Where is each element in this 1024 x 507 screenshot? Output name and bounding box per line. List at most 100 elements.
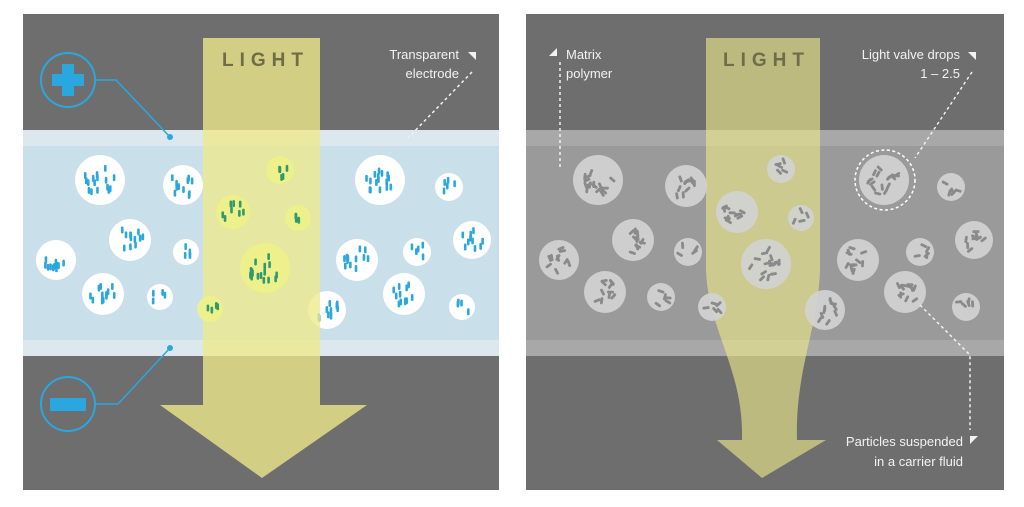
particle xyxy=(600,288,606,296)
particle xyxy=(753,257,761,261)
drop xyxy=(163,165,203,205)
particle xyxy=(343,255,346,263)
particles-label-line2: in a carrier fluid xyxy=(874,454,963,469)
right-light-label: LIGHT xyxy=(723,50,810,71)
particle xyxy=(62,259,65,267)
particle xyxy=(398,290,402,298)
particle xyxy=(274,275,277,283)
particle xyxy=(104,176,108,184)
particle xyxy=(766,274,771,282)
drop xyxy=(612,219,654,261)
particle xyxy=(691,249,698,255)
drop xyxy=(665,165,707,207)
particle xyxy=(557,246,565,251)
electrode-label-line2: electrode xyxy=(406,66,459,81)
particle xyxy=(327,311,330,319)
particle xyxy=(588,169,594,177)
minus-wire xyxy=(95,347,171,405)
particle xyxy=(563,258,569,265)
particle xyxy=(354,255,358,263)
particle xyxy=(966,241,970,250)
particle xyxy=(175,179,178,187)
particle xyxy=(410,294,414,302)
particle xyxy=(137,228,140,236)
particle xyxy=(405,297,408,305)
drop xyxy=(435,173,463,201)
particle xyxy=(960,301,967,308)
particle xyxy=(738,209,746,215)
particle xyxy=(775,168,782,175)
particle xyxy=(87,186,91,194)
particle xyxy=(554,267,560,275)
particle xyxy=(285,164,289,172)
drop xyxy=(716,191,758,233)
particle xyxy=(980,236,987,243)
particle xyxy=(798,207,804,215)
particle xyxy=(380,169,384,177)
particle xyxy=(481,237,484,245)
particle xyxy=(223,214,227,222)
particle xyxy=(335,302,339,310)
particle xyxy=(633,227,637,235)
particle xyxy=(91,296,95,304)
particle xyxy=(325,306,329,314)
particle xyxy=(895,282,901,290)
particle xyxy=(161,288,164,296)
particle xyxy=(297,216,301,224)
particle xyxy=(106,288,110,296)
drop xyxy=(109,219,151,261)
particle xyxy=(397,283,401,291)
drop xyxy=(82,273,124,315)
particle xyxy=(848,246,856,251)
drop xyxy=(952,293,980,321)
particle xyxy=(345,253,349,261)
particle xyxy=(664,296,672,300)
particle xyxy=(687,178,695,183)
particle xyxy=(120,226,124,234)
particle xyxy=(453,180,456,188)
particle xyxy=(122,244,126,252)
particle xyxy=(628,229,635,235)
particle xyxy=(657,289,665,294)
particle xyxy=(920,243,928,249)
particle xyxy=(378,186,382,194)
particle xyxy=(798,218,806,223)
particle xyxy=(238,209,241,217)
particle xyxy=(44,261,47,269)
particle xyxy=(460,299,463,307)
particle xyxy=(129,243,132,251)
particle xyxy=(832,304,838,311)
particle xyxy=(601,186,609,190)
drop xyxy=(674,238,702,266)
particle xyxy=(232,200,235,208)
particle xyxy=(585,186,589,194)
particle xyxy=(329,307,333,315)
particle xyxy=(733,212,741,218)
left-aligned-drops xyxy=(197,156,311,322)
particle xyxy=(263,262,267,270)
particle xyxy=(848,263,857,267)
particle xyxy=(825,319,831,326)
particle xyxy=(911,297,919,303)
drop xyxy=(584,271,626,313)
particle xyxy=(90,188,93,196)
particle xyxy=(479,242,482,250)
particle xyxy=(469,230,473,238)
particle xyxy=(781,168,789,174)
particle xyxy=(394,292,398,300)
particle xyxy=(184,243,187,251)
particle xyxy=(607,282,614,289)
particle xyxy=(263,268,266,276)
particle xyxy=(975,235,982,241)
particles-marker-icon xyxy=(970,436,978,444)
particle xyxy=(676,185,682,193)
left-panel: LIGHT Transparent electrode xyxy=(23,14,499,490)
particle xyxy=(610,293,617,300)
particle xyxy=(387,174,391,182)
minus-wire-dot xyxy=(167,345,173,351)
particle xyxy=(954,188,962,193)
particle xyxy=(373,170,377,178)
particle xyxy=(473,244,477,252)
particle xyxy=(880,183,884,191)
particle xyxy=(966,299,971,307)
